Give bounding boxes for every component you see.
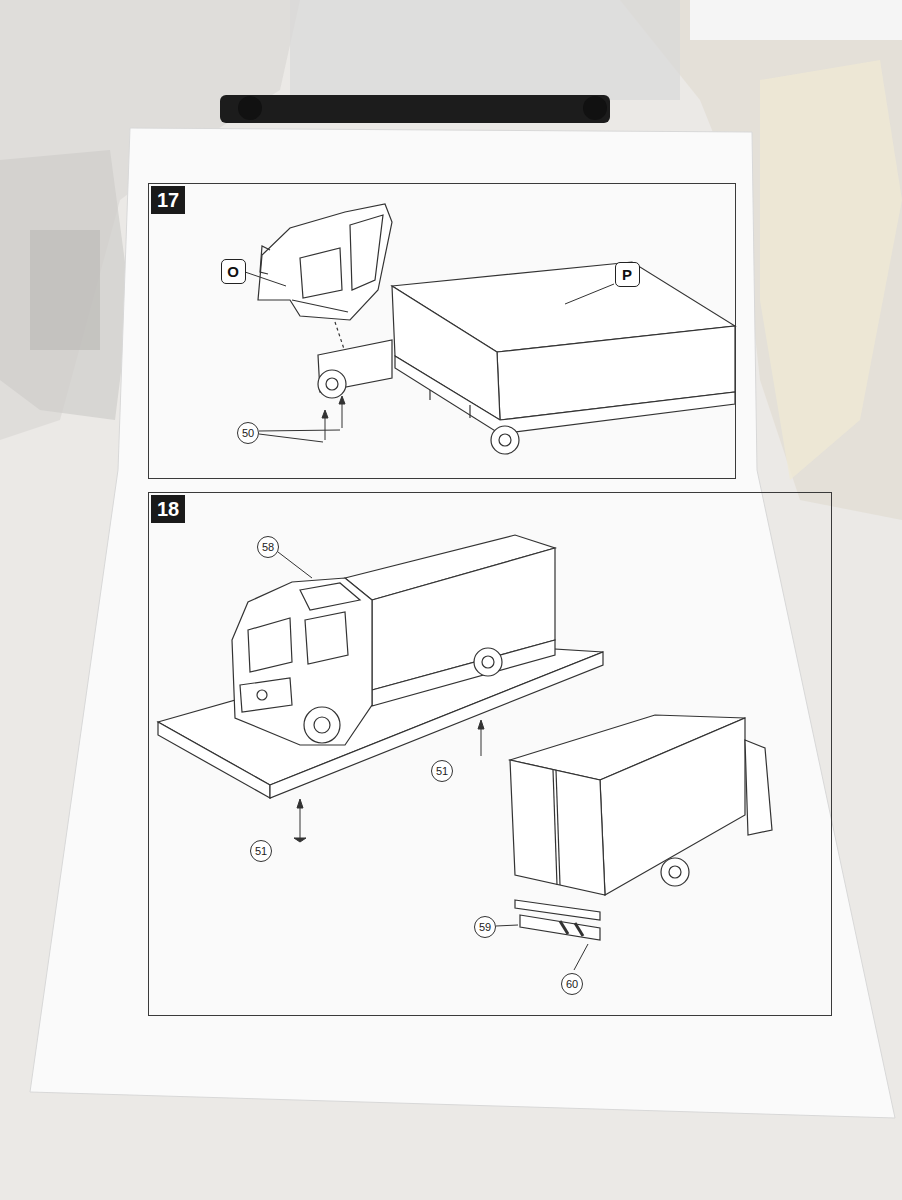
table-and-bags-shape bbox=[30, 230, 100, 350]
step17-screws-and-leaders-shape bbox=[322, 410, 328, 418]
step18-front-truck-shape bbox=[248, 618, 292, 672]
table-and-bags-shape bbox=[220, 95, 610, 123]
step17-cab-shape bbox=[300, 248, 342, 298]
step17-cab-shape bbox=[292, 300, 348, 312]
step17-chassis-and-body-shape bbox=[491, 426, 519, 454]
callout-label: P bbox=[622, 267, 632, 282]
step18-rear-truck-shape bbox=[661, 858, 689, 886]
step17-screws-and-leaders-shape bbox=[565, 284, 614, 304]
callout-label: 59 bbox=[479, 922, 491, 933]
step17-chassis-and-body-shape bbox=[326, 378, 338, 390]
step17-screws-and-leaders-shape bbox=[245, 272, 286, 286]
callout-number: 60 bbox=[561, 973, 583, 995]
callout-number: 50 bbox=[237, 422, 259, 444]
step17-chassis-and-body bbox=[318, 262, 735, 454]
table-and-bags-shape bbox=[583, 96, 607, 120]
step18-screws-and-leaders-shape bbox=[574, 944, 588, 970]
table-and-bags-shape bbox=[238, 96, 262, 120]
step18-rear-truck-shape bbox=[745, 740, 772, 835]
step17-cab-shape bbox=[350, 215, 383, 290]
step18-front-truck-shape bbox=[474, 648, 502, 676]
step18-front-truck-shape bbox=[372, 640, 555, 706]
step18-rear-truck-shape bbox=[669, 866, 681, 878]
step17-chassis-and-body-shape bbox=[429, 390, 430, 400]
step17-chassis-and-body-shape bbox=[499, 434, 511, 446]
table-and-bags-shape bbox=[0, 150, 130, 420]
callout-number: 59 bbox=[474, 916, 496, 938]
step18-rear-truck-shape bbox=[520, 915, 600, 940]
step17-screws-and-leaders-shape bbox=[339, 396, 345, 404]
callout-label: O bbox=[227, 264, 239, 279]
step17-chassis-and-body-shape bbox=[395, 356, 735, 434]
step17-chassis-and-body-shape bbox=[318, 370, 346, 398]
callout-label: 58 bbox=[262, 542, 274, 553]
step18-screws-and-leaders bbox=[278, 552, 588, 970]
step17-chassis-and-body-shape bbox=[335, 322, 345, 352]
callout-label: 51 bbox=[436, 766, 448, 777]
callout-number: 58 bbox=[257, 536, 279, 558]
step18-rear-truck-shape bbox=[560, 921, 568, 934]
step-panel: 17O P 50 bbox=[148, 183, 736, 479]
step17-screws-and-leaders-shape bbox=[259, 430, 340, 431]
step-panel: 18 58 51 51 59 60 bbox=[148, 492, 832, 1016]
instruction-sheet-shape bbox=[30, 128, 895, 1118]
step17-screws-and-leaders bbox=[245, 272, 614, 442]
step18-front-truck-shape bbox=[482, 656, 494, 668]
step18-rear-truck-shape bbox=[510, 760, 605, 895]
step18-front-truck-shape bbox=[257, 690, 267, 700]
step17-chassis-and-body-shape bbox=[318, 340, 392, 392]
step18-front-truck-shape bbox=[240, 678, 292, 712]
part-letter: O bbox=[221, 259, 246, 284]
callout-label: 50 bbox=[242, 428, 254, 439]
step18-rear-truck-shape bbox=[553, 770, 557, 885]
step18-front-truck-shape bbox=[314, 717, 330, 733]
step18-front-truck-shape bbox=[304, 707, 340, 743]
step-number: 17 bbox=[151, 186, 185, 214]
step18-front-truck-shape bbox=[300, 583, 360, 610]
callout-number: 51 bbox=[431, 760, 453, 782]
table-and-bags-shape bbox=[760, 60, 902, 480]
step18-rear-truck-shape bbox=[575, 923, 583, 936]
step18-screws-and-leaders-shape bbox=[297, 799, 303, 808]
step17-cab bbox=[258, 204, 392, 320]
step18-front-truck bbox=[232, 535, 555, 745]
step17-cab-shape bbox=[258, 204, 392, 320]
part-letter: P bbox=[615, 262, 640, 287]
table-and-bags-shape bbox=[290, 0, 680, 100]
step18-rear-truck-shape bbox=[600, 718, 745, 895]
step17-screws-and-leaders-shape bbox=[259, 434, 323, 442]
step-number: 18 bbox=[151, 495, 185, 523]
step18-rear-truck bbox=[510, 715, 772, 940]
step17-chassis-and-body-shape bbox=[469, 405, 470, 418]
step18-screws-and-leaders-shape bbox=[278, 552, 312, 578]
instruction-sheet bbox=[30, 128, 895, 1118]
step18-front-truck-shape bbox=[305, 612, 348, 664]
step18-front-truck-shape bbox=[232, 578, 372, 745]
step18-screws-and-leaders-shape bbox=[478, 720, 484, 729]
step18-base-plate-shape bbox=[158, 722, 270, 798]
callout-label: 60 bbox=[566, 979, 578, 990]
step18-screws-and-leaders-shape bbox=[496, 925, 518, 926]
step18-screws-and-leaders-shape bbox=[294, 838, 306, 842]
callout-label: 51 bbox=[255, 846, 267, 857]
step17-cab-shape bbox=[260, 246, 270, 274]
callout-number: 51 bbox=[250, 840, 272, 862]
table-and-bags-shape bbox=[690, 0, 902, 40]
